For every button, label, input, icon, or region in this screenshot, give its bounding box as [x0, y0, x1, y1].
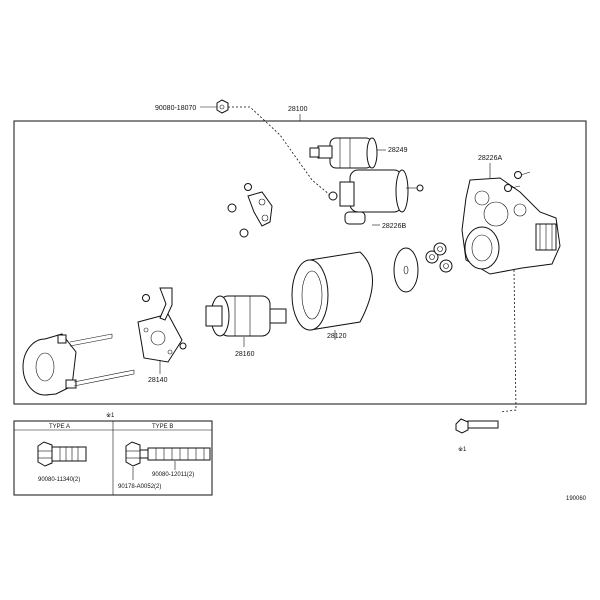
brush-holder-icon: [137, 313, 183, 363]
yoke-icon: [291, 251, 373, 331]
label-armature: 28160: [235, 351, 255, 358]
label-brush-holder: 28140: [148, 377, 168, 384]
solenoid-icon: [309, 137, 378, 169]
label-top-bolt: 90080-18070: [155, 105, 196, 112]
planetary-gear-icon: [425, 242, 453, 273]
washer-icon: [393, 247, 419, 293]
nut-icon: [179, 342, 187, 350]
drive-housing-icon: [461, 177, 561, 275]
label-switch: 28226B: [382, 223, 406, 230]
label-solenoid: 28249: [388, 147, 408, 154]
small-screw-icon: [514, 171, 531, 179]
drawing-id: 190060: [566, 496, 587, 502]
label-housing: 28226A: [478, 155, 502, 162]
magnetic-switch-icon: [328, 169, 424, 225]
through-bolt-icon: [73, 369, 135, 387]
end-frame-icon: [22, 333, 77, 396]
bolt-types-table: [13, 420, 213, 496]
bracket-icon: [247, 191, 273, 227]
label-yoke: 28120: [327, 333, 347, 340]
label-assembly: 28100: [288, 106, 308, 113]
brush-spring-icon: [159, 287, 173, 321]
label-inset-ref: ※1: [106, 412, 115, 419]
top-bolt-icon: [216, 99, 229, 114]
label-part-b2: 90178-A0052(2): [118, 484, 161, 490]
label-part-a: 90080-11340(2): [38, 477, 80, 483]
bolt-type-a-icon: [37, 441, 87, 467]
nut-icon: [239, 228, 249, 238]
through-bolt-icon: [69, 333, 113, 347]
nut-icon: [244, 183, 252, 191]
nut-icon: [227, 203, 237, 213]
mounting-bolt-icon: [455, 418, 499, 434]
bolt-type-b-icon: [125, 441, 211, 467]
nut-icon: [142, 294, 150, 302]
label-type-b: TYPE B: [152, 424, 173, 430]
label-part-b1: 90080-12011(2): [152, 472, 194, 478]
small-screw-icon: [504, 184, 521, 192]
armature-icon: [205, 295, 287, 337]
label-bottom-ref: ※1: [458, 446, 467, 453]
label-type-a: TYPE A: [49, 424, 70, 430]
